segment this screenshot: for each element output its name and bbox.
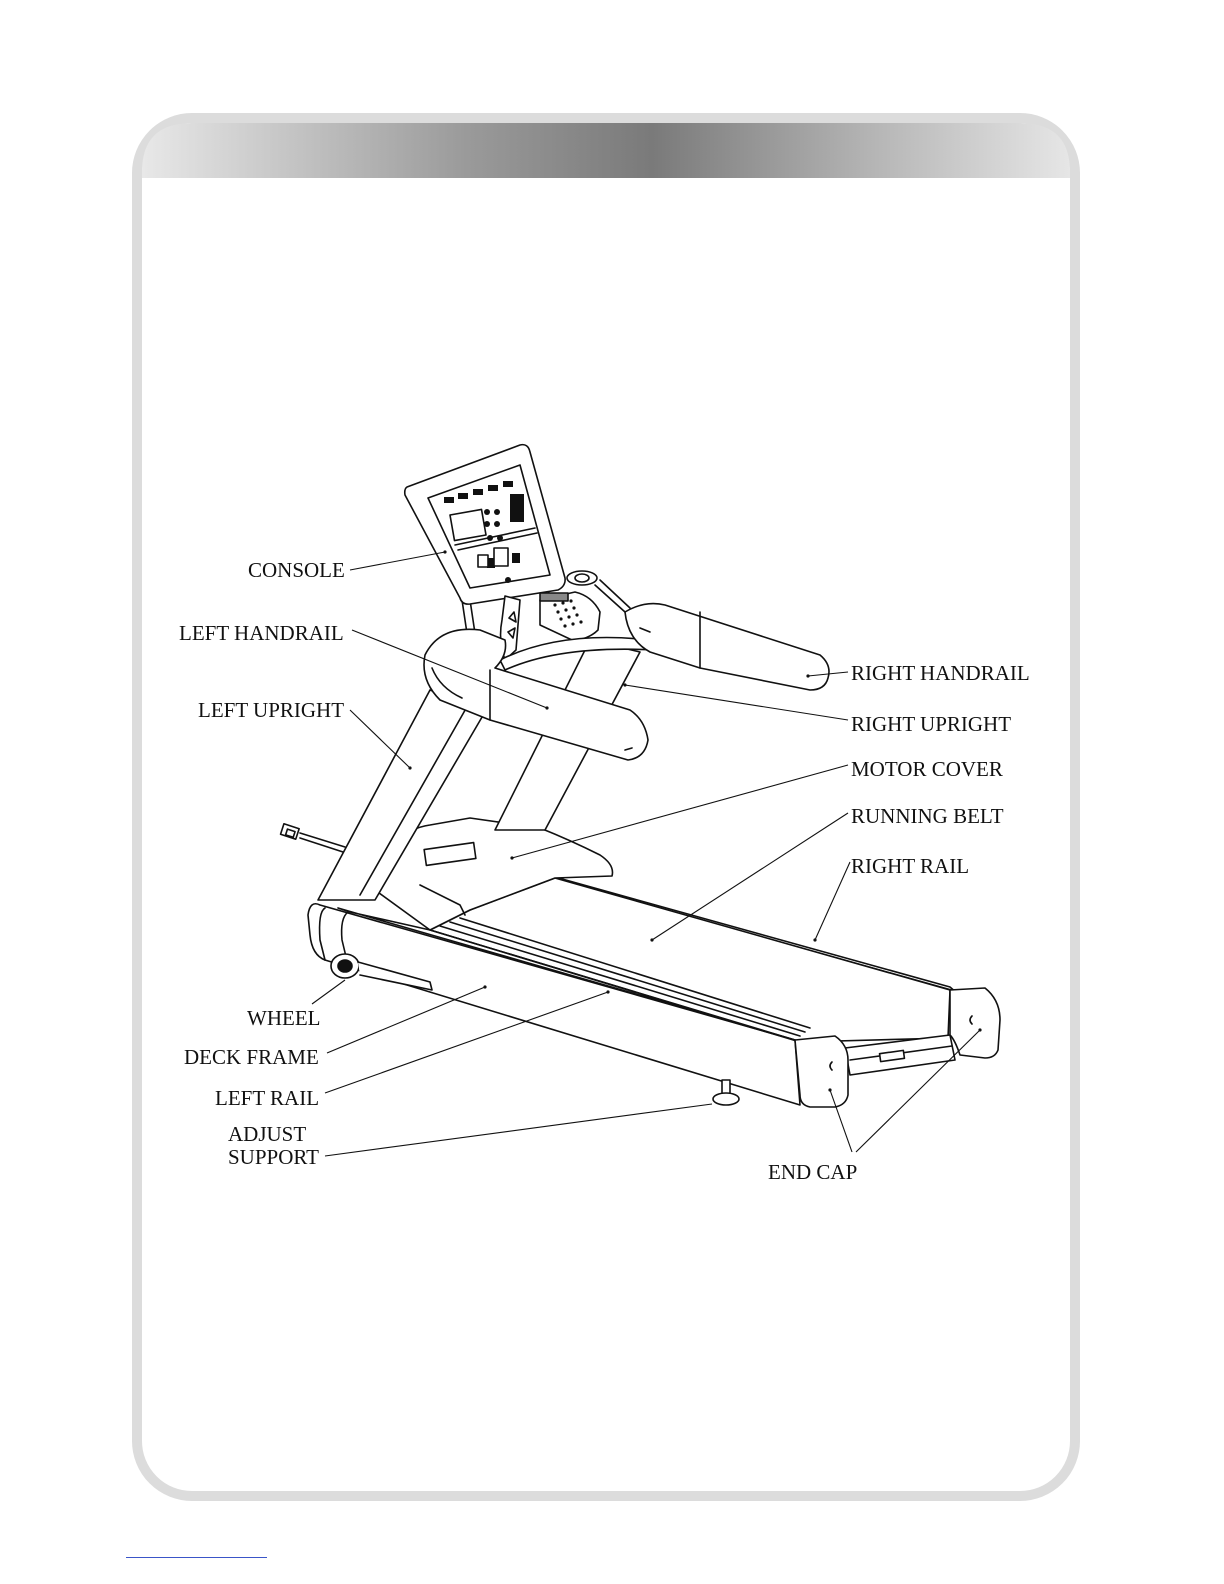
label-right-handrail: RIGHT HANDRAIL: [851, 662, 1030, 684]
label-motor-cover: MOTOR COVER: [851, 758, 1003, 780]
right-handrail-shape: [625, 604, 829, 690]
label-right-upright: RIGHT UPRIGHT: [851, 713, 1011, 735]
label-adjust: ADJUST: [228, 1123, 306, 1145]
label-left-handrail: LEFT HANDRAIL: [179, 622, 344, 644]
label-left-upright: LEFT UPRIGHT: [198, 699, 344, 721]
label-end-cap: END CAP: [768, 1161, 857, 1183]
label-right-rail: RIGHT RAIL: [851, 855, 969, 877]
footer-rule: [126, 1557, 267, 1558]
power-cord: [281, 824, 345, 852]
label-console: CONSOLE: [248, 559, 345, 581]
leader-right-rail: [815, 862, 850, 940]
end-cap-left: [795, 1036, 848, 1107]
label-left-rail: LEFT RAIL: [215, 1087, 319, 1109]
label-deck-frame: DECK FRAME: [184, 1046, 319, 1068]
leader-running-belt: [652, 813, 848, 940]
leader-adjust-support: [325, 1104, 712, 1156]
end-cap-right: [950, 988, 1000, 1058]
console-shape: [405, 445, 565, 604]
label-wheel: WHEEL: [247, 1007, 320, 1029]
leader-wheel: [312, 980, 345, 1004]
label-running-belt: RUNNING BELT: [851, 805, 1004, 827]
label-support: SUPPORT: [228, 1146, 319, 1168]
leader-left-rail: [325, 992, 608, 1093]
header-band: [142, 123, 1070, 178]
leader-console: [350, 552, 445, 570]
leader-left-upright: [350, 710, 410, 768]
leader-deck-frame: [327, 987, 485, 1053]
